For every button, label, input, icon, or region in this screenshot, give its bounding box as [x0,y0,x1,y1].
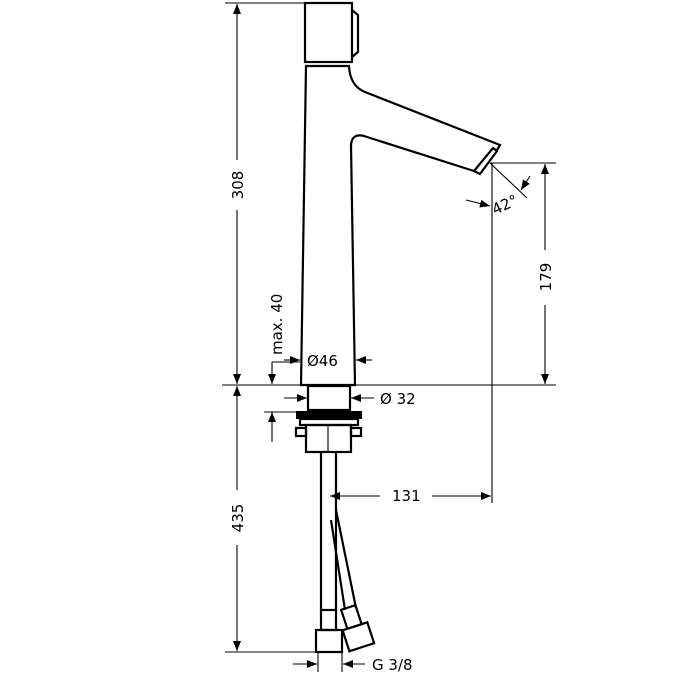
dim-hose-length: 435 [229,504,247,533]
faucet-body [299,1,502,387]
dim-spout-height: 179 [537,263,555,292]
dim-max-counter: max. 40 [268,294,286,355]
dim-spout-reach: 131 [392,487,421,505]
dim-connection-thread: G 3/8 [372,656,413,674]
dim-body-diameter: Ø46 [307,352,338,370]
dim-total-height: 308 [229,171,247,200]
mounting-assembly [294,384,376,654]
dim-spout-angle: 42° [489,191,521,219]
dim-shank-diameter: Ø 32 [380,390,416,408]
